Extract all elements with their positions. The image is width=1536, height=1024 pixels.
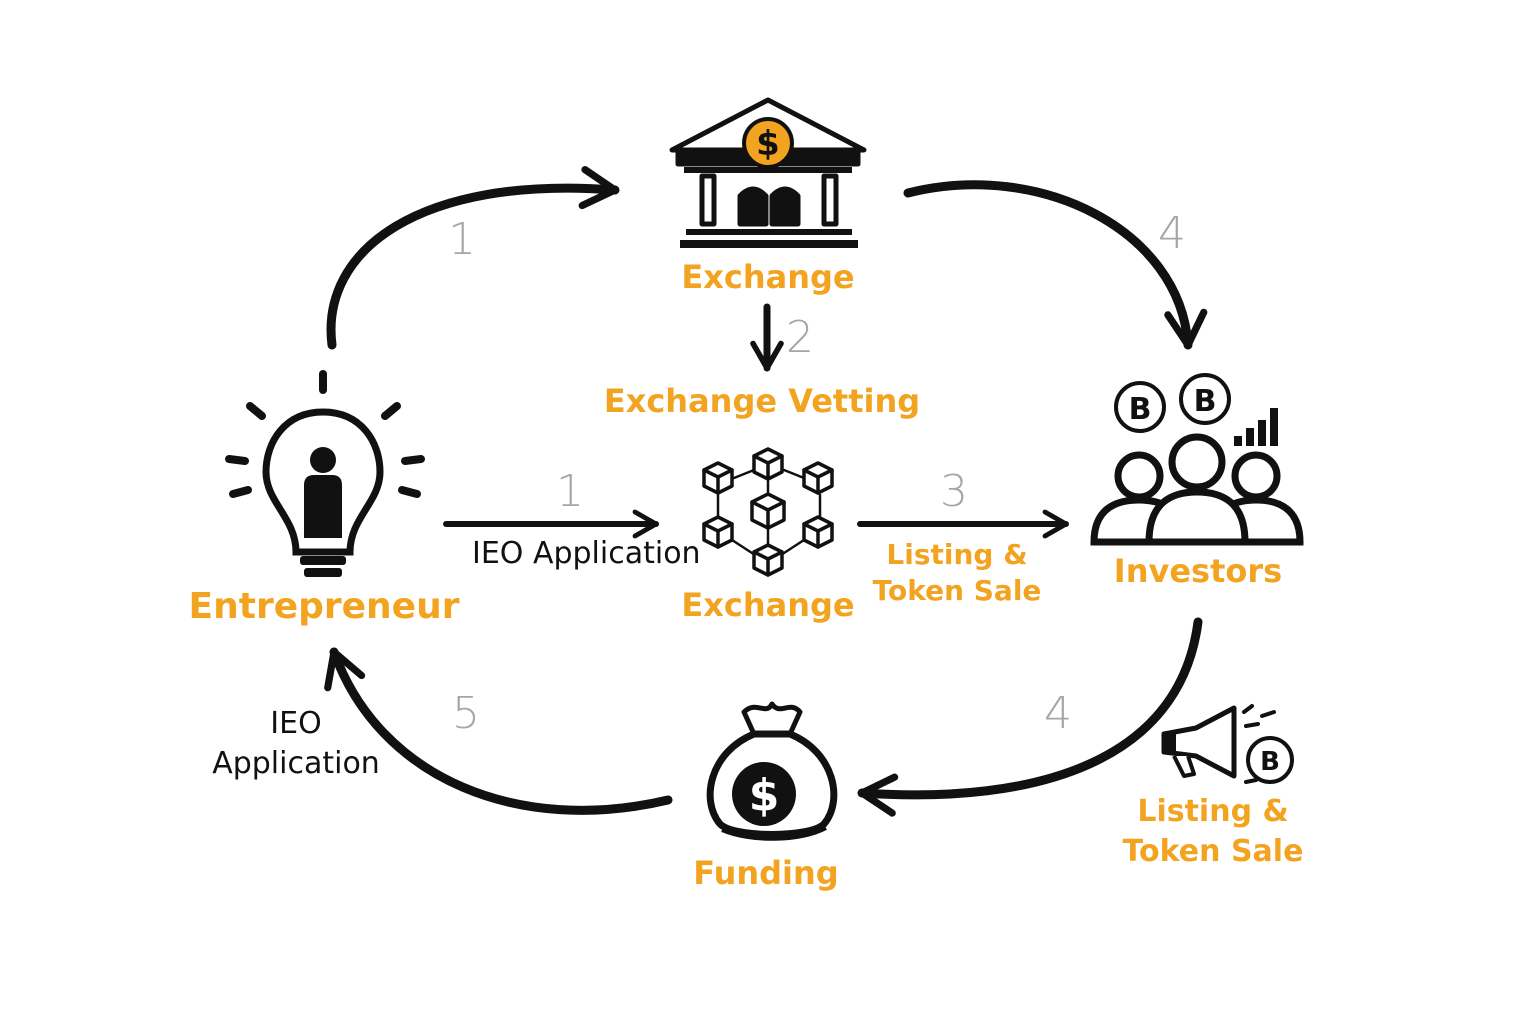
ieo-application-mid-label: IEO Application (472, 536, 701, 571)
step-number-mid-left: 1 (556, 466, 584, 517)
megaphone-bitcoin-symbol: B (1260, 747, 1280, 777)
entrepreneur-label: Entrepreneur (188, 586, 460, 627)
exchange-mid-label: Exchange (681, 586, 855, 624)
blockchain-network-icon (702, 447, 834, 577)
funding-label: Funding (693, 854, 839, 892)
listing-mid-line1: Listing & (886, 538, 1028, 571)
arrow-exchange-to-investors (903, 180, 1208, 350)
step-number-top-left: 1 (448, 214, 476, 265)
step-number-top-right: 4 (1158, 208, 1186, 259)
step-number-mid-right: 3 (940, 466, 968, 517)
money-bag-icon (706, 701, 838, 841)
bitcoin-coin-left (1114, 381, 1166, 433)
arrow-funding-to-entrepreneur (324, 647, 673, 815)
arrow-investors-to-funding (857, 617, 1203, 817)
megaphone-bitcoin-icon (1161, 704, 1294, 784)
listing-right-line1: Listing & (1137, 794, 1289, 829)
step-number-bottom-right: 4 (1044, 688, 1072, 739)
investors-label: Investors (1113, 552, 1283, 590)
bank-icon (669, 97, 867, 248)
lightbulb-person-icon (225, 370, 425, 577)
listing-mid-line2: Token Sale (872, 574, 1042, 607)
step-number-vetting: 2 (786, 312, 814, 363)
listing-right-line2: Token Sale (1122, 834, 1304, 869)
investors-group-icon (1090, 373, 1304, 546)
bitcoin-coin-right (1179, 373, 1231, 425)
bank-dollar-sign: $ (756, 124, 780, 164)
arrow-entrepreneur-to-exchange (326, 166, 620, 350)
exchange-top-label: Exchange (681, 258, 855, 296)
money-bag-dollar-sign: $ (749, 770, 780, 821)
step-number-bottom-left: 5 (452, 688, 480, 739)
bitcoin-symbol-right: B (1194, 384, 1217, 419)
bitcoin-symbol-left: B (1129, 392, 1152, 427)
ieo-application-bottom-line2: Application (212, 746, 380, 781)
exchange-vetting-label: Exchange Vetting (603, 382, 921, 420)
ieo-application-bottom-line1: IEO (270, 706, 322, 741)
